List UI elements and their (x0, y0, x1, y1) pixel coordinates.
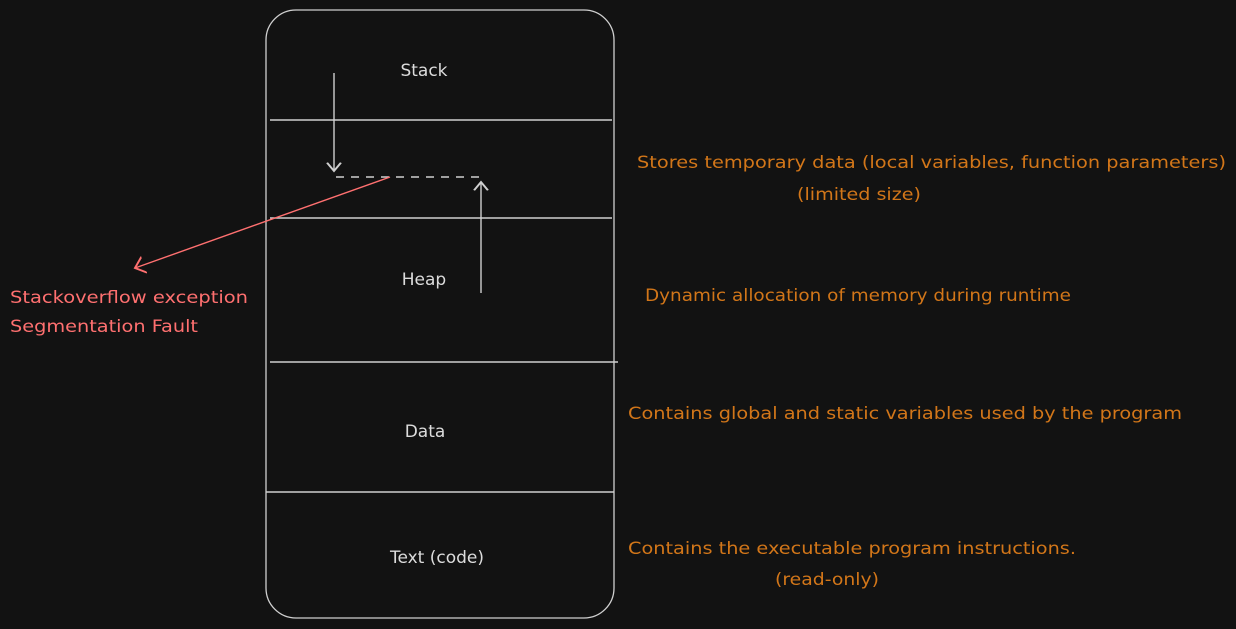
segment-label-stack: Stack (400, 61, 447, 81)
data-description: Contains global and static variables use… (628, 404, 1182, 424)
overflow-arrow (135, 176, 391, 268)
memory-block-outline (265, 9, 615, 619)
text-description: Contains the executable program instruct… (628, 539, 1076, 559)
heap-description: Dynamic allocation of memory during runt… (645, 286, 1071, 306)
segment-label-text: Text (code) (389, 548, 484, 568)
error-stackoverflow: Stackoverflow exception (10, 288, 248, 308)
segment-label-data: Data (405, 422, 446, 442)
text-note: (read-only) (775, 570, 879, 590)
segment-label-heap: Heap (402, 270, 446, 290)
stack-note: (limited size) (797, 185, 921, 205)
stack-description: Stores temporary data (local variables, … (637, 153, 1226, 173)
error-segfault: Segmentation Fault (10, 317, 198, 337)
